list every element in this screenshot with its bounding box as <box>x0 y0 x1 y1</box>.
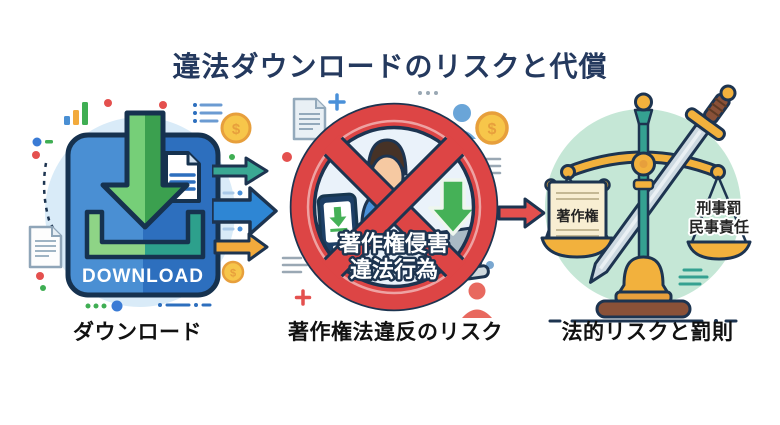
page-title: 違法ダウンロードのリスクと代償 <box>172 50 608 82</box>
prohibition-bar <box>321 134 467 280</box>
red-dot <box>104 99 112 107</box>
person-icon-red <box>462 282 492 318</box>
coin-icon-small: $ <box>221 260 245 284</box>
green-dot <box>40 285 46 291</box>
copyright-scroll-icon: 著作権 <box>544 178 611 244</box>
list-lines <box>281 256 309 274</box>
ellipsis-dots <box>418 91 438 95</box>
coin-symbol: $ <box>230 268 236 280</box>
dash-dot <box>222 190 243 196</box>
sign-text-line1: 著作権侵害 <box>338 231 449 256</box>
dots-row <box>85 300 123 312</box>
red-dot <box>282 152 292 162</box>
left-scale-tag: 著作権 <box>556 208 599 224</box>
step-label-legal: 法的リスクと罰則 <box>561 321 734 344</box>
violation-illustration: $ <box>281 91 509 318</box>
green-dot <box>229 154 235 160</box>
prohibition-sign-icon <box>289 102 499 312</box>
red-dot <box>159 101 167 109</box>
dash-dot-line <box>158 303 212 307</box>
right-scale-line1: 刑事罰 <box>696 199 741 217</box>
download-badge-text: DOWNLOAD <box>82 266 204 287</box>
step-label-violation: 著作権法違反のリスク <box>288 321 503 344</box>
download-illustration: $ <box>28 99 252 312</box>
scatter-dots <box>32 137 53 159</box>
dash-dot <box>222 226 243 232</box>
coin-icon: $ <box>220 112 252 144</box>
flow-arrows-1-2 <box>212 156 278 262</box>
legal-illustration: 著作権 刑事罰 民事責任 <box>540 84 752 323</box>
scale-pole <box>595 92 692 319</box>
flow-arrow-teal <box>212 156 269 186</box>
document-icon <box>292 97 327 141</box>
flow-arrow-blue <box>212 186 278 236</box>
plus-icon-red <box>294 289 312 306</box>
flow-arrow-orange <box>213 232 269 262</box>
flow-arrow-red <box>497 197 546 229</box>
download-app-icon: DOWNLOAD <box>65 110 221 298</box>
dashed-line <box>42 162 55 229</box>
bar-chart-icon <box>64 102 88 125</box>
right-scale-line2: 民事責任 <box>689 218 749 236</box>
plus-icon <box>328 93 346 111</box>
flow-arrow-2-3 <box>497 197 546 229</box>
coin-symbol: $ <box>232 121 241 138</box>
step-label-download: ダウンロード <box>73 321 202 344</box>
download-arrow-icon <box>428 178 478 236</box>
document-icon <box>28 225 63 269</box>
coin-symbol: $ <box>488 121 497 138</box>
red-dot <box>36 272 44 280</box>
teal-lines <box>678 268 709 286</box>
list-icon <box>193 103 223 123</box>
mini-download-arrow <box>329 206 348 233</box>
sign-text-line2: 違法行為 <box>350 257 438 282</box>
ground-dash-line <box>548 319 738 323</box>
right-pan-strings <box>690 175 748 243</box>
right-pan <box>686 240 752 261</box>
